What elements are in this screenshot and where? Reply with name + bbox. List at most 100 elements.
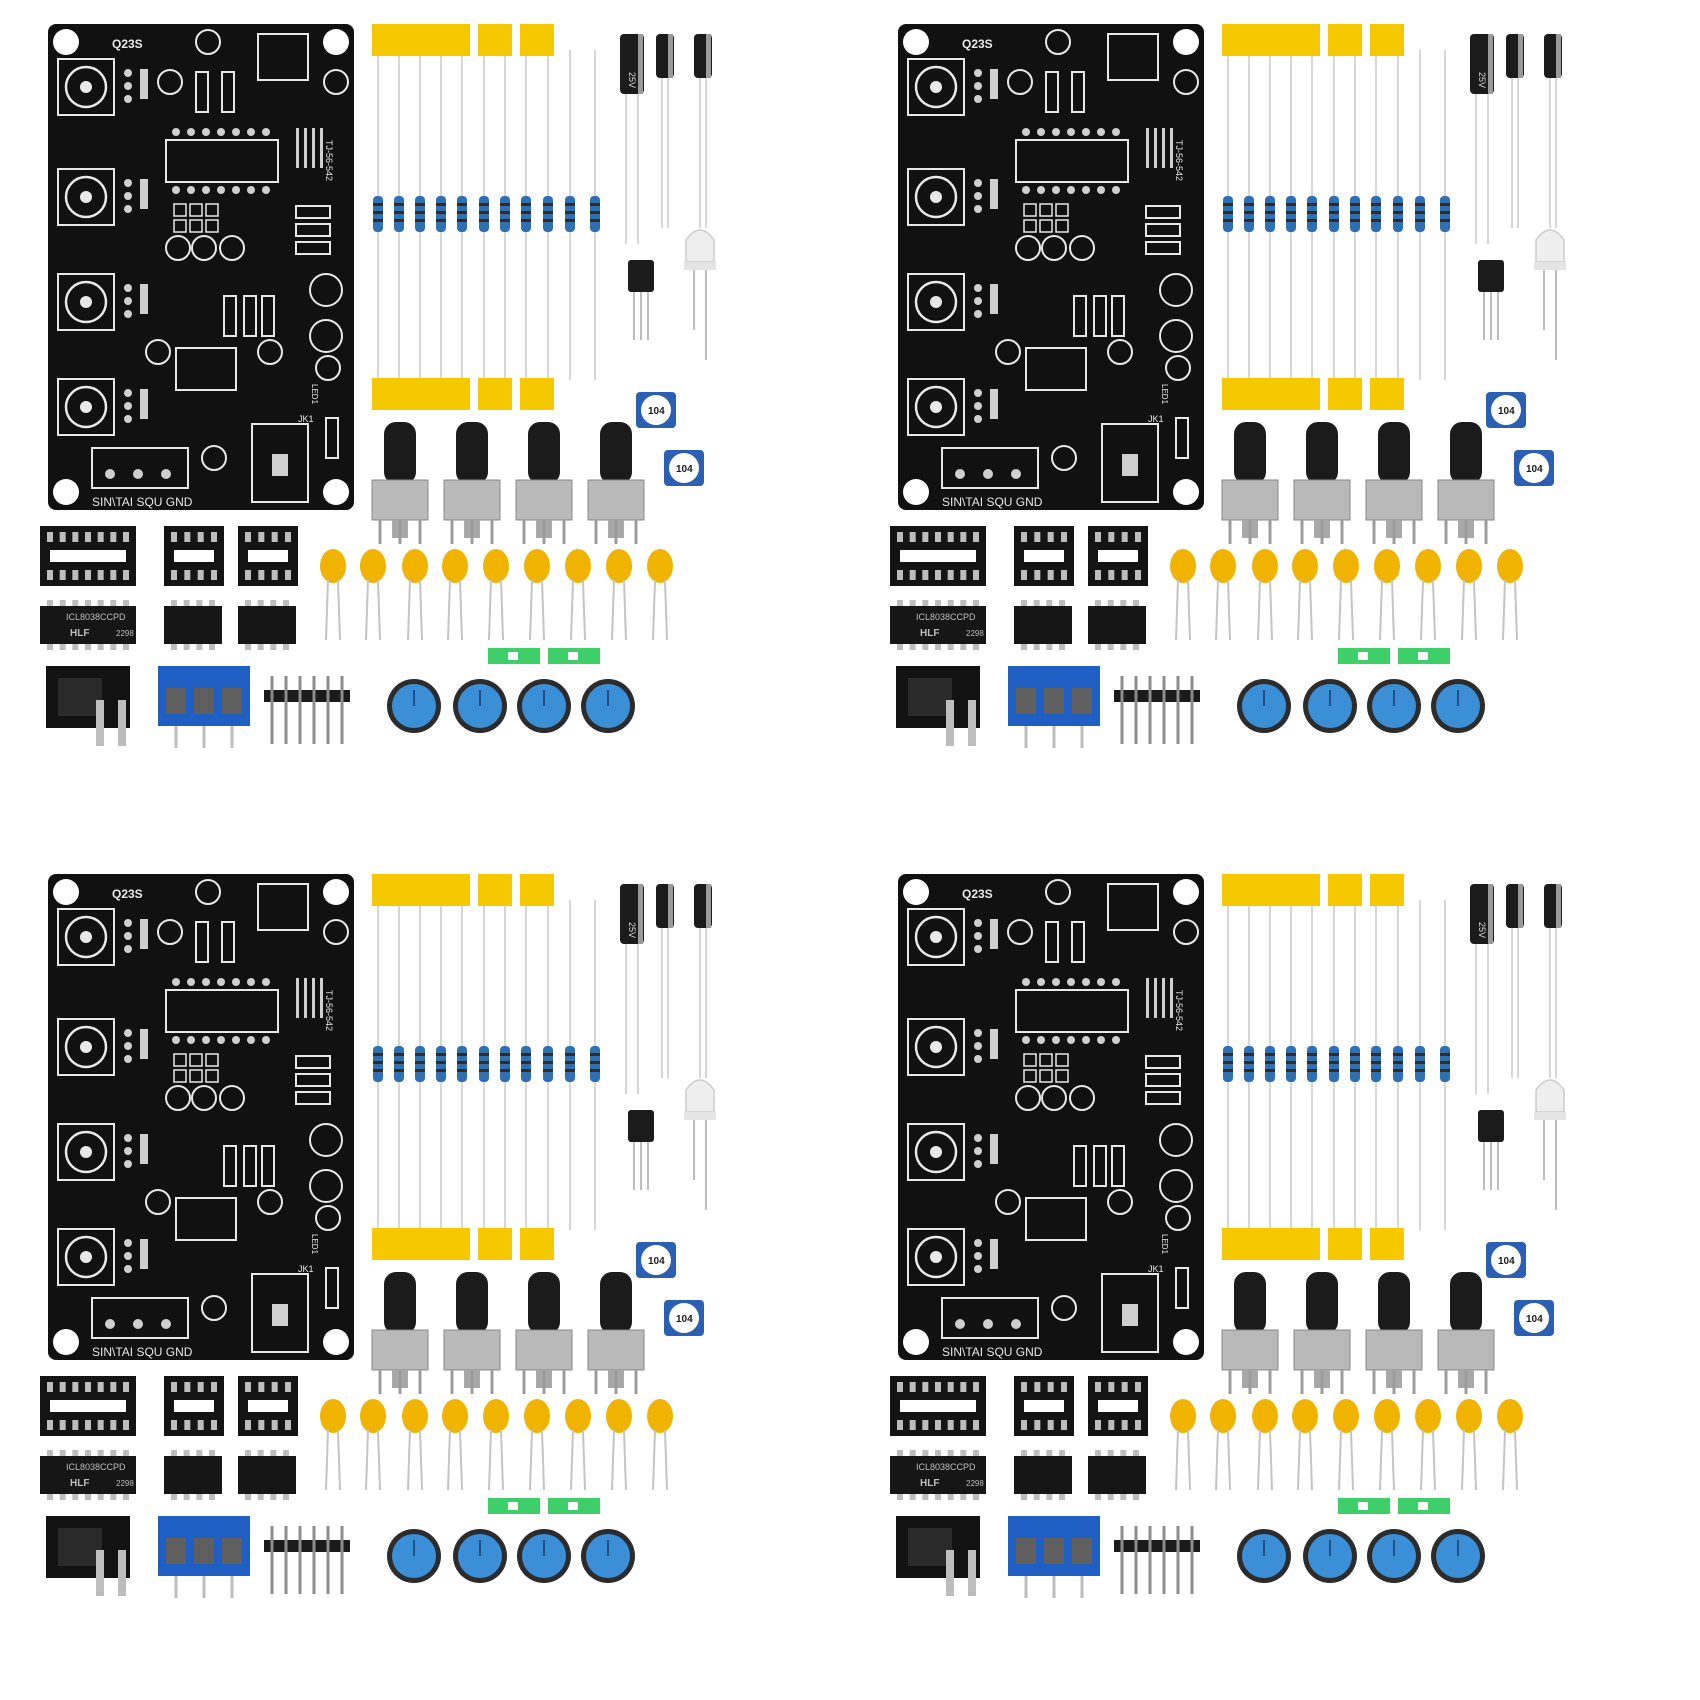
socket-pin — [171, 1420, 177, 1430]
ic-chip — [1088, 600, 1146, 650]
chip-pin — [270, 1492, 277, 1500]
silk-text — [990, 389, 998, 419]
tape-strip — [1328, 874, 1362, 906]
socket-pin — [897, 1420, 903, 1430]
resistor-band — [1265, 1061, 1275, 1064]
pot-housing — [515, 479, 573, 521]
jumper-pad — [1039, 1053, 1053, 1067]
trimmer-footprint — [1159, 1169, 1193, 1203]
trimmer-footprint — [1159, 319, 1193, 353]
jumper-pad — [1039, 219, 1053, 233]
ceramic-capacitor — [606, 549, 632, 641]
pot-housing — [587, 479, 645, 521]
header-base — [1114, 690, 1200, 702]
resistor-footprint — [1045, 921, 1059, 963]
ceramic-cap-body — [1456, 549, 1482, 583]
socket-pin — [1047, 1420, 1054, 1430]
solder-pad — [974, 1042, 982, 1050]
tape-strip — [520, 874, 554, 906]
ceramic-cap-body — [1374, 1399, 1400, 1433]
pot-knob — [387, 1529, 441, 1583]
ceramic-cap-body — [565, 549, 591, 583]
jack-label: JK1 — [298, 414, 314, 424]
resistor-footprint — [325, 417, 339, 459]
ceramic-capacitor — [320, 549, 346, 641]
chip-pin — [283, 1450, 289, 1458]
chip-pin — [1120, 1492, 1127, 1500]
jumper-pad — [205, 219, 219, 233]
green-component-mark — [568, 1502, 578, 1510]
pin-header — [1114, 676, 1200, 744]
chip-pin — [270, 642, 277, 650]
solder-pad — [105, 469, 115, 479]
ic-footprint — [1025, 347, 1087, 391]
pot-knob — [387, 679, 441, 733]
jack-label: JK1 — [298, 1264, 314, 1274]
trimmer-potentiometer: 104 — [1514, 450, 1554, 486]
jumper-pad — [1039, 1069, 1053, 1083]
ceramic-capacitor — [1333, 1399, 1359, 1491]
socket-pin — [922, 570, 929, 580]
resistor-footprint — [243, 1145, 257, 1187]
socket-pin — [947, 532, 954, 542]
transistor-body — [628, 260, 654, 292]
resistor-band — [1307, 219, 1317, 222]
ceramic-cap-body — [1170, 549, 1196, 583]
socket-pin — [59, 532, 66, 542]
chip-body — [164, 606, 222, 644]
resistor-band — [521, 1069, 531, 1072]
socket-pin — [197, 1382, 204, 1392]
resistor-band — [415, 1053, 425, 1056]
socket-pin — [97, 570, 104, 580]
cap-footprint — [1107, 1189, 1133, 1215]
potentiometer — [1437, 1272, 1495, 1394]
socket-pin — [184, 570, 191, 580]
silk-text — [140, 1134, 148, 1164]
jack-label: JK1 — [1148, 1264, 1164, 1274]
chip-body — [890, 1456, 986, 1494]
ceramic-cap-lead — [1297, 1429, 1301, 1491]
led-dome — [1535, 229, 1565, 263]
potentiometer — [587, 1272, 645, 1394]
socket-pin — [1061, 1420, 1067, 1430]
resistor-band — [521, 219, 531, 222]
solder-pad — [1112, 1036, 1120, 1044]
resistor-band — [1223, 1061, 1233, 1064]
resistor-strip — [1222, 874, 1450, 1260]
pot-shaft — [1378, 1272, 1410, 1334]
solder-pad — [124, 1055, 132, 1063]
resistor-band — [1244, 203, 1254, 206]
chip-pin — [171, 600, 177, 608]
socket-pin — [97, 532, 104, 542]
dip-socket — [238, 526, 298, 586]
socket-pin — [935, 1382, 941, 1392]
pot-footprint-center — [80, 1146, 92, 1158]
cap-stripe — [1518, 34, 1523, 78]
terminal-pin-labels: SIN\TAI SQU GND — [942, 495, 1043, 509]
resistor-band — [1244, 219, 1254, 222]
jack-pad — [1122, 1304, 1138, 1326]
mounting-hole — [323, 29, 349, 55]
pot-knob — [1367, 679, 1421, 733]
resistor-footprint — [295, 205, 331, 219]
potentiometer — [587, 422, 645, 544]
cap-footprint — [191, 235, 217, 261]
pot-knob — [581, 1529, 635, 1583]
cap-stripe — [1556, 34, 1561, 78]
resistor-band — [1307, 1069, 1317, 1072]
tape-strip — [1370, 24, 1404, 56]
ceramic-cap-lead — [1379, 1429, 1383, 1491]
chip-pin — [960, 600, 967, 608]
pot-shaft — [1234, 1272, 1266, 1334]
chip-brand: HLF — [920, 628, 939, 639]
resistor-band — [1244, 1069, 1254, 1072]
pot-footprint-circle — [914, 1025, 958, 1069]
silk-text — [990, 919, 998, 949]
ceramic-cap-lead — [407, 1429, 411, 1491]
pot-footprint-center — [80, 191, 92, 203]
jack-footprint — [251, 1273, 309, 1353]
pot-housing — [1437, 1329, 1495, 1371]
tape-strip — [1328, 378, 1362, 410]
pot-footprint-center — [930, 1251, 942, 1263]
cap-stripe — [668, 884, 673, 928]
